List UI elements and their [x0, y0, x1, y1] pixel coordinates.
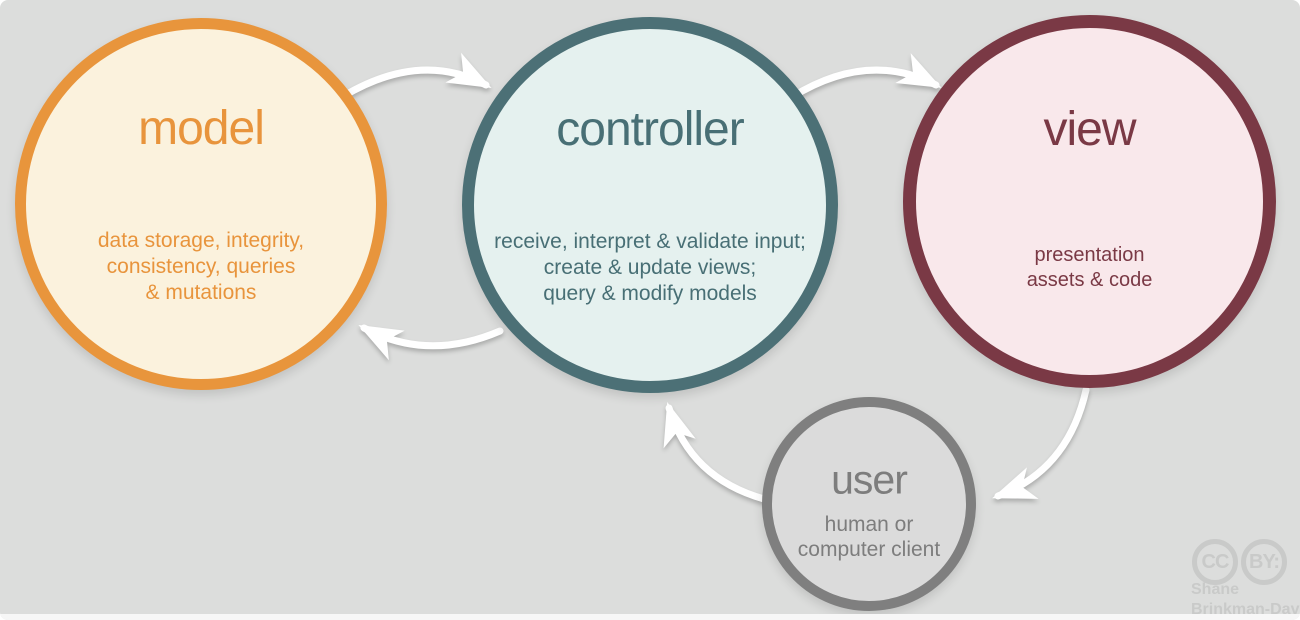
desc-line: computer client [797, 538, 941, 561]
desc-line: query & modify models [543, 282, 757, 305]
desc-line: receive, interpret & validate input; [494, 230, 806, 253]
node-view: view presentation assets & code [903, 15, 1276, 388]
node-model-title: model [138, 102, 265, 155]
bottom-edge-strip [0, 614, 1300, 620]
node-user: user human or computer client [762, 397, 976, 611]
node-model: model data storage, integrity, consisten… [15, 18, 387, 390]
desc-line: data storage, integrity, [97, 229, 305, 252]
node-controller: controller receive, interpret & validate… [462, 17, 838, 393]
author-credit: Shane Brinkman-Davis [1191, 580, 1300, 619]
arrow-controller-to-view [788, 53, 942, 101]
arrow-model-to-controller [338, 52, 492, 101]
node-controller-description: receive, interpret & validate input; cre… [474, 229, 826, 307]
node-model-description: data storage, integrity, consistency, qu… [26, 228, 376, 306]
desc-line: consistency, queries [106, 255, 296, 278]
author-line: Shane [1191, 581, 1240, 598]
desc-line: assets & code [1026, 269, 1153, 291]
by-badge-icon: BY: [1241, 539, 1287, 585]
desc-line: presentation [1034, 244, 1145, 266]
node-controller-title: controller [556, 103, 744, 156]
desc-line: & mutations [145, 281, 257, 304]
desc-line: create & update views; [543, 256, 757, 279]
desc-line: human or [824, 513, 914, 536]
node-user-title: user [831, 456, 908, 503]
arrow-view-to-user [992, 386, 1090, 500]
node-user-description: human or computer client [772, 512, 966, 562]
cc-badge-icon: CC [1192, 539, 1238, 585]
node-view-description: presentation assets & code [916, 243, 1263, 293]
author-line: Brinkman-Davis [1191, 600, 1300, 618]
arrow-controller-to-model [358, 324, 504, 361]
node-view-title: view [1043, 103, 1136, 156]
arrow-user-to-controller [663, 401, 768, 503]
